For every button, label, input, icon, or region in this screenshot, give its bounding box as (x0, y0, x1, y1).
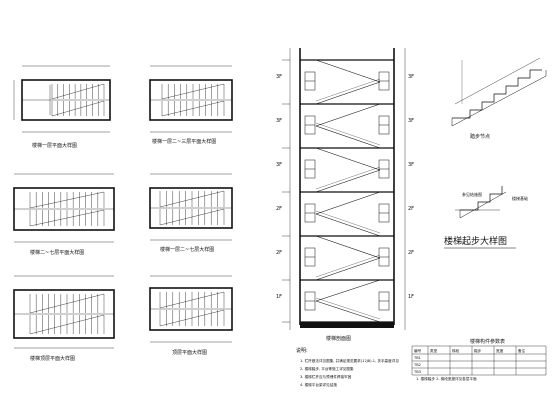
floor-label-left: 2F (276, 250, 282, 256)
floor-label-right: 3F (408, 118, 414, 124)
direction-line (161, 83, 225, 100)
note-line-4: 4. 楼梯平台梁详见结施 (300, 382, 337, 387)
direction-line (51, 100, 105, 117)
floor-label-left: 3F (276, 118, 282, 124)
start-detail-title: 楼梯起步大样图 (444, 235, 507, 247)
flight-line (315, 213, 381, 237)
floor-label-right: 3F (408, 74, 414, 80)
handrail-line (315, 297, 381, 320)
start-detail-note-2: 楼梯基础 (512, 195, 528, 201)
plan-5: 楼梯顶层平面大样图 (13, 275, 115, 362)
flight-line (315, 81, 381, 105)
flight-line (315, 279, 381, 302)
direction-line (29, 314, 105, 335)
stair-section: 3F 3F 3F 2F 2F 1F 3F 3F 3F 2F 2F 1F 楼梯剖面图 (276, 48, 414, 342)
schedule-header: 宽度 (496, 348, 504, 353)
floor-label-left: 1F (276, 294, 282, 300)
schedule-header: 踏步 (474, 348, 482, 353)
start-step-detail: 参见结施图 楼梯基础 楼梯起步大样图 (444, 186, 528, 249)
tread-detail: 踏步节点 (451, 57, 547, 140)
direction-line (29, 209, 105, 227)
note-line-3: 3. 楼梯栏杆应与预埋件焊接牢固 (300, 374, 352, 379)
schedule-cell: TB2 (413, 363, 421, 367)
plan-5-title: 楼梯顶层平面大样图 (30, 355, 75, 362)
handrail-line (315, 122, 381, 146)
notes-heading: 说明: (296, 347, 308, 354)
tread-detail-title: 踏步节点 (470, 133, 490, 140)
plan-6: 顶层平面大样图 (149, 275, 233, 356)
direction-line (161, 100, 225, 117)
floor-label-right: 2F (408, 206, 414, 212)
plan-3-title: 楼梯二~七层平面大样图 (30, 249, 84, 256)
floor-label-right: 3F (408, 162, 414, 168)
direction-line (51, 83, 105, 100)
direction-line (159, 291, 225, 309)
handrail-line (315, 210, 381, 234)
floor-label-right: 2F (408, 250, 414, 256)
flight-line (315, 257, 381, 281)
flight-line (315, 191, 381, 215)
floor-label-left: 2F (276, 206, 282, 212)
section-title: 楼梯剖面图 (326, 335, 351, 342)
schedule-cell: TB1 (413, 356, 421, 360)
plan-6-title: 顶层平面大样图 (172, 349, 207, 356)
handrail-line (315, 254, 381, 278)
plan-2-title: 楼梯一层二~三层平面大样图 (152, 138, 216, 145)
flight-line (315, 103, 381, 127)
plan-2: 楼梯一层二~三层平面大样图 (149, 65, 233, 145)
schedule-title: 楼梯构件参数表 (470, 338, 505, 345)
schedule-header: 备注 (518, 348, 526, 353)
plan-1: 楼梯一层平面大样图 (13, 65, 111, 149)
direction-line (159, 190, 225, 208)
flight-line (315, 59, 381, 83)
schedule-header: 类型 (430, 348, 438, 353)
direction-line (159, 309, 225, 327)
flight-line (315, 147, 381, 171)
floor-label-left: 3F (276, 74, 282, 80)
plan-4-title: 楼梯一层二~七层大样图 (160, 246, 214, 253)
note-line-2: 2. 楼梯踏步, 平台等施工详见图集 (300, 366, 354, 371)
notes: 说明: 1. 栏杆做法详见图集, 并满足规范要求(12J8)-1, 扶手高度详见… (296, 347, 399, 387)
floor-label-right: 1F (408, 294, 414, 300)
flight-line (315, 125, 381, 149)
direction-line (29, 191, 105, 209)
flight-line (315, 169, 381, 193)
schedule-cell: TB3 (413, 370, 421, 374)
schedule-footnote: 1. 楼梯踏步 2. 梯段宽度详见各层平面 (416, 376, 477, 381)
plan-3: 楼梯二~七层平面大样图 (13, 173, 115, 256)
flight-line (315, 235, 381, 259)
direction-line (29, 293, 105, 314)
start-detail-note: 参见结施图 (462, 191, 482, 197)
floor-label-left: 3F (276, 162, 282, 168)
note-line-1: 1. 栏杆做法详见图集, 并满足规范要求(12J8)-1, 扶手高度详见 (300, 358, 399, 363)
flight-line (315, 300, 381, 323)
plan-4: 楼梯一层二~七层大样图 (149, 173, 233, 253)
schedule-header: 梯段 (452, 348, 460, 353)
direction-line (159, 208, 225, 226)
schedule-header: 编号 (414, 348, 422, 353)
handrail-line (315, 78, 381, 102)
handrail-line (315, 166, 381, 190)
plan-1-title: 楼梯一层平面大样图 (32, 142, 77, 149)
